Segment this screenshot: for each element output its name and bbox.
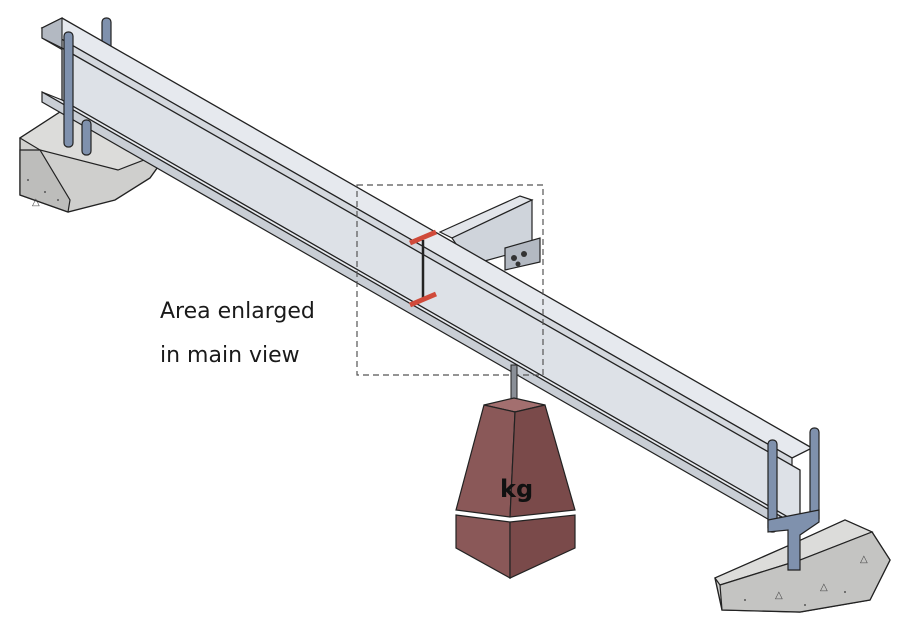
svg-text:△: △ [775,590,783,601]
annotation-line-2: in main view [160,343,300,368]
cut-section [409,229,437,308]
svg-text:△: △ [860,554,868,565]
svg-text:△: △ [32,197,40,208]
weight-block: kg [455,397,576,580]
enlargement-box [356,184,544,376]
left-concrete-support: △ [18,111,172,213]
weight-label: kg [500,475,533,503]
svg-text:△: △ [820,582,828,593]
annotation-line-1: Area enlarged [160,299,315,324]
main-i-beam [40,17,814,528]
right-anchor-bolts [767,427,820,571]
cross-beam [438,195,541,271]
left-anchor-bolt-front [63,31,92,156]
